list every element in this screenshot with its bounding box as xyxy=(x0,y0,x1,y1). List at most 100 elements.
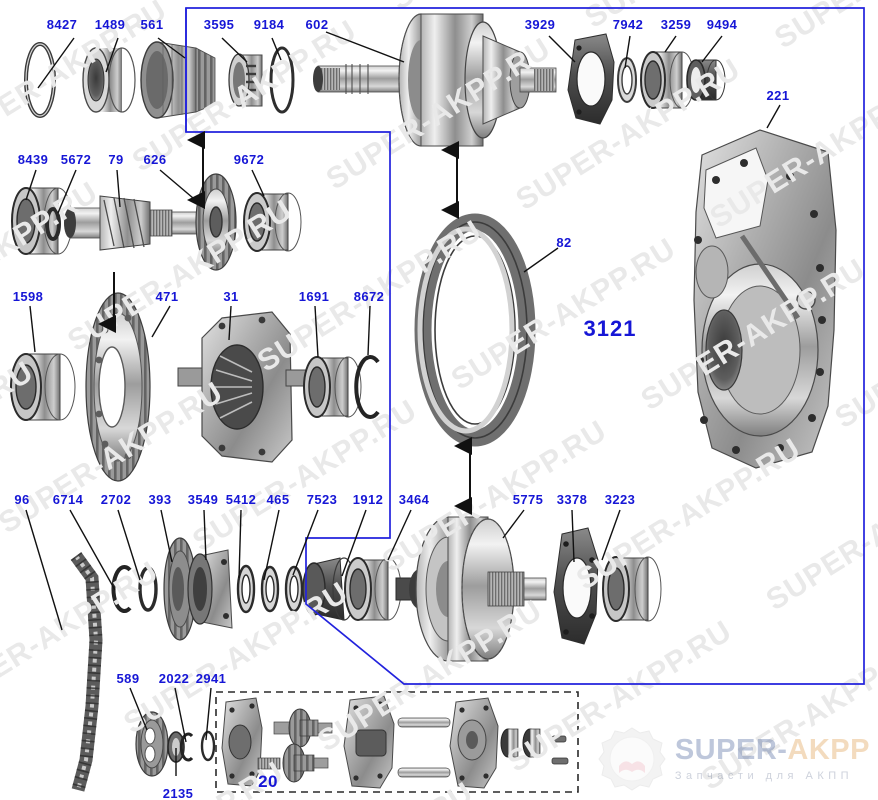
callout-label-561[interactable]: 561 xyxy=(140,17,164,32)
leader-line-1598 xyxy=(29,305,36,353)
callout-label-7942[interactable]: 7942 xyxy=(612,17,644,32)
callout-label-5672[interactable]: 5672 xyxy=(60,152,92,167)
part-221-transmission-case xyxy=(693,129,837,469)
leader-line-79 xyxy=(116,169,121,208)
callout-label-589[interactable]: 589 xyxy=(116,671,140,686)
leader-line-2941 xyxy=(205,687,212,741)
callout-label-471[interactable]: 471 xyxy=(155,289,179,304)
leader-line-8439 xyxy=(25,169,37,201)
part-6714-snap-ring xyxy=(111,565,132,613)
part-465-washer xyxy=(260,565,280,613)
part-96-chain xyxy=(70,552,103,792)
leader-line-8672 xyxy=(367,305,371,356)
part-9672-bearing xyxy=(243,192,302,252)
callout-label-1691[interactable]: 1691 xyxy=(298,289,330,304)
callout-label-3549[interactable]: 3549 xyxy=(187,492,219,507)
leader-line-82 xyxy=(523,247,559,273)
part-2135-bearing xyxy=(167,731,185,763)
callout-label-5775[interactable]: 5775 xyxy=(512,492,544,507)
callout-label-3378[interactable]: 3378 xyxy=(556,492,588,507)
callout-label-31[interactable]: 31 xyxy=(223,289,239,304)
leader-line-589 xyxy=(129,687,148,731)
callout-label-602[interactable]: 602 xyxy=(305,17,329,32)
callout-label-79[interactable]: 79 xyxy=(108,152,124,167)
part-2702-washer xyxy=(138,566,158,612)
callout-label-82[interactable]: 82 xyxy=(556,235,572,250)
part-3929-retainer-plate xyxy=(567,33,615,125)
leader-line-221 xyxy=(766,104,781,129)
callout-label-6714[interactable]: 6714 xyxy=(52,492,84,507)
callout-label-9494[interactable]: 9494 xyxy=(706,17,738,32)
part-2022-snap-ring xyxy=(179,732,194,762)
callout-label-3595[interactable]: 3595 xyxy=(203,17,235,32)
leader-line-2702 xyxy=(117,509,141,581)
part-626-driven-gear xyxy=(195,173,237,271)
leader-line-96 xyxy=(25,509,63,631)
part-output-pulley-assembly xyxy=(395,516,547,662)
oil-pump-group-outline xyxy=(215,691,579,793)
callout-label-2022[interactable]: 2022 xyxy=(158,671,190,686)
leader-line-7942 xyxy=(624,35,631,69)
part-3378-retainer-plate xyxy=(553,527,599,645)
callout-label-3464[interactable]: 3464 xyxy=(398,492,430,507)
part-3549-hub xyxy=(187,549,233,629)
leader-line-3549 xyxy=(203,509,207,561)
leader-line-3378 xyxy=(571,509,575,563)
leader-line-3223 xyxy=(601,509,621,561)
part-7523-washer xyxy=(284,565,304,613)
leader-line-5412 xyxy=(238,509,242,579)
part-5672-oring xyxy=(45,207,61,241)
callout-label-3929[interactable]: 3929 xyxy=(524,17,556,32)
leader-line-393 xyxy=(160,509,173,563)
callout-label-393[interactable]: 393 xyxy=(148,492,172,507)
part-82-ring xyxy=(414,213,536,447)
callout-label-3121[interactable]: 3121 xyxy=(583,316,637,341)
assembly-3121-outline xyxy=(185,7,865,685)
callout-label-20[interactable]: 20 xyxy=(258,772,278,791)
leader-line-471 xyxy=(151,305,171,338)
callout-label-221[interactable]: 221 xyxy=(766,88,790,103)
leader-line-1489 xyxy=(105,37,119,73)
part-1489-bearing xyxy=(82,47,136,113)
callout-label-2135[interactable]: 2135 xyxy=(162,786,194,800)
part-8439-bearing xyxy=(11,187,73,255)
leader-line-3259 xyxy=(664,35,677,53)
leader-line-6714 xyxy=(69,509,116,591)
callout-label-465[interactable]: 465 xyxy=(266,492,290,507)
callout-label-3223[interactable]: 3223 xyxy=(604,492,636,507)
leader-line-602 xyxy=(325,31,405,63)
part-393-sprocket xyxy=(163,537,197,641)
callout-label-9672[interactable]: 9672 xyxy=(233,152,265,167)
leader-line-1912 xyxy=(341,509,367,577)
part-3464-bearing xyxy=(344,557,402,621)
callout-label-626[interactable]: 626 xyxy=(143,152,167,167)
part-3223-bearing xyxy=(602,556,662,622)
callout-label-5412[interactable]: 5412 xyxy=(225,492,257,507)
callout-label-8439[interactable]: 8439 xyxy=(17,152,49,167)
callout-label-8427[interactable]: 8427 xyxy=(46,17,78,32)
callout-label-96[interactable]: 96 xyxy=(14,492,30,507)
leader-line-561 xyxy=(157,37,186,59)
part-1598-bearing xyxy=(10,353,76,421)
callout-label-8672[interactable]: 8672 xyxy=(353,289,385,304)
callout-label-3259[interactable]: 3259 xyxy=(660,17,692,32)
part-1691-bearing xyxy=(303,356,362,418)
callout-label-2941[interactable]: 2941 xyxy=(195,671,227,686)
callout-label-9184[interactable]: 9184 xyxy=(253,17,285,32)
part-8427-snap-ring xyxy=(24,42,56,118)
part-3259-bearing xyxy=(640,51,695,109)
pump-gear-upper xyxy=(273,708,333,748)
callout-label-1489[interactable]: 1489 xyxy=(94,17,126,32)
callout-label-1912[interactable]: 1912 xyxy=(352,492,384,507)
leader-line-9672 xyxy=(251,169,265,197)
callout-label-7523[interactable]: 7523 xyxy=(306,492,338,507)
leader-line-31 xyxy=(228,305,232,341)
callout-label-2702[interactable]: 2702 xyxy=(100,492,132,507)
leader-line-1691 xyxy=(314,305,319,358)
leader-line-3929 xyxy=(548,35,576,63)
part-471-ring-gear xyxy=(85,292,151,482)
leader-line-9494 xyxy=(701,35,723,63)
callout-label-1598[interactable]: 1598 xyxy=(12,289,44,304)
leader-line-5775 xyxy=(502,509,525,539)
